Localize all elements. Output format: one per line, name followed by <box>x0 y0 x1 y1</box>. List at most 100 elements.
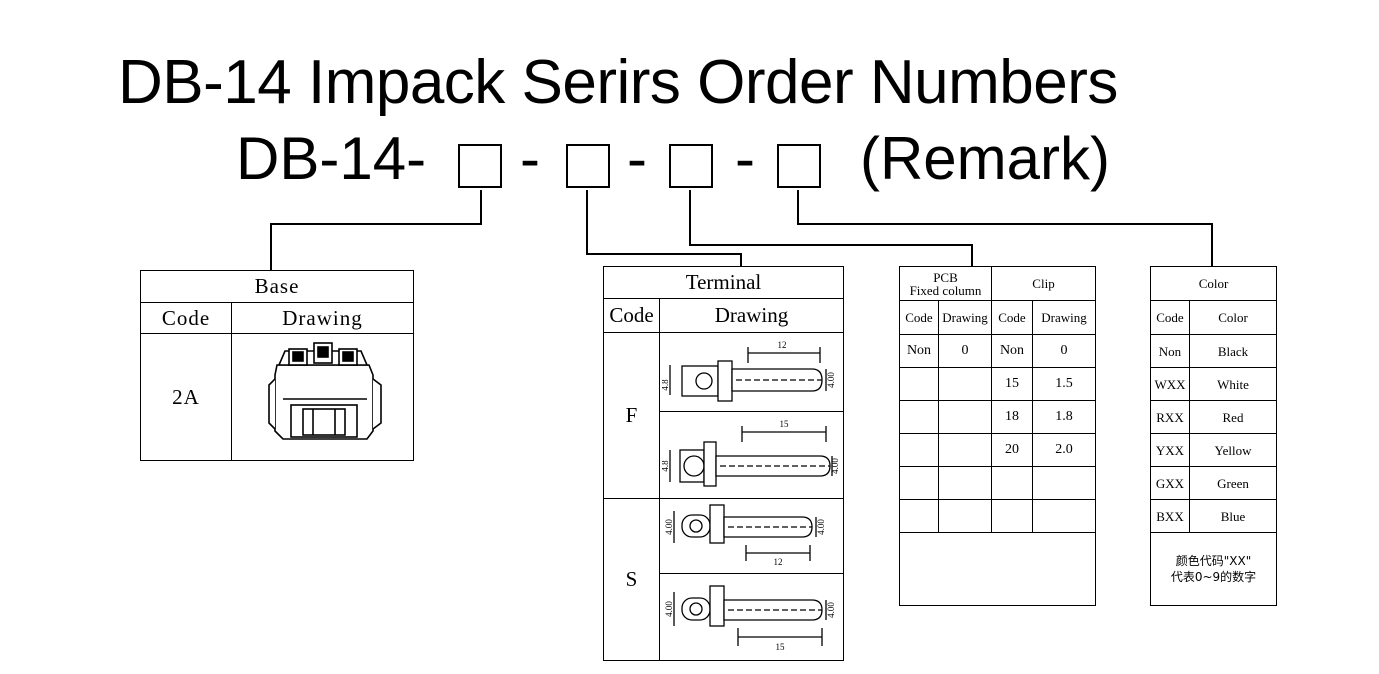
color-note: 颜色代码"XX" 代表0~9的数字 <box>1150 532 1277 606</box>
dim-length-label: 15 <box>775 642 785 652</box>
color-name-cell: Black <box>1189 334 1277 368</box>
terminal-drawing-cell: 4.8 12 4.00 <box>659 332 844 412</box>
order-code-separator: - <box>520 125 540 192</box>
pcb-header: PCB Fixed column <box>899 266 992 301</box>
color-col-color: Color <box>1189 300 1277 335</box>
order-code-prefix: DB-14- <box>236 125 427 192</box>
color-note-line1: 颜色代码"XX" <box>1175 554 1252 568</box>
table-cell: Non <box>991 334 1033 368</box>
table-cell: 15 <box>991 367 1033 401</box>
pcb-col-code: Code <box>899 300 939 335</box>
color-code-box <box>777 144 821 188</box>
table-cell <box>938 367 992 401</box>
terminal-s-15-drawing: 4.00 15 4.00 <box>664 585 836 652</box>
terminal-col-code: Code <box>603 298 660 333</box>
order-code-separator: - <box>735 125 755 192</box>
dim-height-label: 4.8 <box>662 460 670 472</box>
color-code-cell: BXX <box>1150 499 1190 533</box>
base-drawing-cell <box>231 333 414 461</box>
dim-length-label: 15 <box>779 419 789 429</box>
color-name-cell: White <box>1189 367 1277 401</box>
order-code-separator: - <box>627 125 647 192</box>
table-cell: 18 <box>991 400 1033 434</box>
table-cell <box>938 466 992 500</box>
order-code-remark: (Remark) <box>860 125 1110 192</box>
clip-header: Clip <box>991 266 1096 301</box>
connector-color <box>797 190 1213 266</box>
base-col-code: Code <box>140 302 232 334</box>
color-name-cell: Green <box>1189 466 1277 500</box>
dim-width-label: 4.00 <box>816 519 826 535</box>
color-name-cell: Blue <box>1189 499 1277 533</box>
table-cell: 1.8 <box>1032 400 1096 434</box>
terminal-code-s: S <box>603 498 660 661</box>
table-cell <box>899 466 939 500</box>
dim-height-label: 4.8 <box>662 379 670 391</box>
base-col-drawing: Drawing <box>231 302 414 334</box>
table-cell <box>991 466 1033 500</box>
connector-pcb-clip <box>689 190 973 266</box>
connector-base <box>270 190 482 270</box>
color-code-cell: YXX <box>1150 433 1190 467</box>
color-name-cell: Yellow <box>1189 433 1277 467</box>
table-cell <box>1032 499 1096 533</box>
connector-terminal <box>586 190 742 266</box>
color-name-cell: Red <box>1189 400 1277 434</box>
pcb-col-drawing: Drawing <box>938 300 992 335</box>
pcb-header-line1: PCB <box>933 269 958 285</box>
inlet-socket-drawing <box>267 342 382 440</box>
table-cell: 2.0 <box>1032 433 1096 467</box>
color-code-cell: Non <box>1150 334 1190 368</box>
table-cell <box>938 433 992 467</box>
color-note-line2: 代表0~9的数字 <box>1170 570 1257 584</box>
table-cell <box>899 367 939 401</box>
color-code-cell: GXX <box>1150 466 1190 500</box>
terminal-col-drawing: Drawing <box>659 298 844 333</box>
dim-height-label: 4.00 <box>664 519 674 535</box>
table-cell <box>899 400 939 434</box>
color-col-code: Code <box>1150 300 1190 335</box>
base-table: Base Code Drawing 2A <box>140 270 414 461</box>
terminal-drawing-cell: 4.00 12 4.00 <box>659 498 844 574</box>
color-table-header: Color <box>1150 266 1277 301</box>
terminal-code-box <box>566 144 610 188</box>
table-cell: 0 <box>938 334 992 368</box>
terminal-f-15-drawing: 4.8 15 4.00 <box>660 419 840 487</box>
table-cell: 0 <box>1032 334 1096 368</box>
pcb-header-line2: Fixed column <box>909 282 982 298</box>
dim-height-label: 4.00 <box>664 601 674 617</box>
table-cell <box>899 532 1096 606</box>
table-cell: 20 <box>991 433 1033 467</box>
dim-width-label: 4.00 <box>826 602 836 618</box>
table-cell <box>899 433 939 467</box>
clip-col-drawing: Drawing <box>1032 300 1096 335</box>
terminal-s-12-drawing: 4.00 12 4.00 <box>664 504 826 567</box>
table-cell <box>938 400 992 434</box>
color-code-cell: WXX <box>1150 367 1190 401</box>
page-title: DB-14 Impack Serirs Order Numbers <box>118 48 1118 117</box>
clip-col-code: Code <box>991 300 1033 335</box>
pcb-clip-code-box <box>669 144 713 188</box>
dim-width-label: 4.00 <box>826 372 836 388</box>
dim-length-label: 12 <box>777 340 786 350</box>
terminal-drawing-cell: 4.8 15 4.00 <box>659 411 844 499</box>
terminal-code-f: F <box>603 332 660 499</box>
pcb-clip-table: PCB Fixed column Clip Code Drawing Code … <box>899 266 1096 606</box>
dim-width-label: 4.00 <box>830 458 840 474</box>
terminal-table: Terminal Code Drawing F 4.8 <box>603 266 844 661</box>
dim-length-label: 12 <box>773 557 782 567</box>
base-table-header: Base <box>140 270 414 303</box>
table-cell <box>1032 466 1096 500</box>
terminal-table-header: Terminal <box>603 266 844 299</box>
table-cell: Non <box>899 334 939 368</box>
base-code-2a: 2A <box>140 333 232 461</box>
terminal-drawing-cell: 4.00 15 4.00 <box>659 573 844 661</box>
base-code-box <box>458 144 502 188</box>
color-code-cell: RXX <box>1150 400 1190 434</box>
table-cell <box>899 499 939 533</box>
table-cell <box>991 499 1033 533</box>
table-cell <box>938 499 992 533</box>
table-cell: 1.5 <box>1032 367 1096 401</box>
